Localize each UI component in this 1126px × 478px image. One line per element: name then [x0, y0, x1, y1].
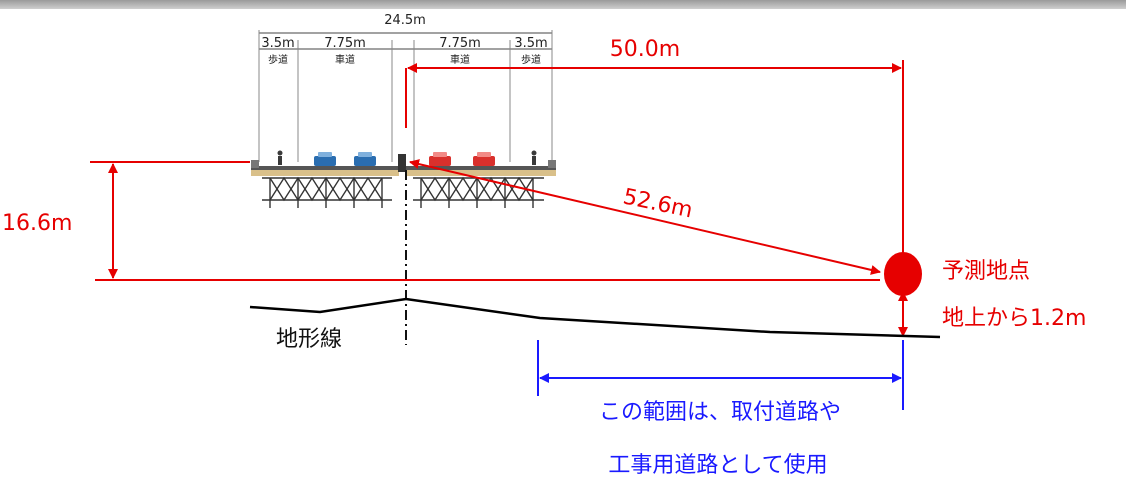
car-icon: [314, 152, 336, 166]
pedestrian-icon: [277, 150, 283, 165]
section-name-label: 歩道: [521, 53, 541, 66]
horizontal-distance-label: 50.0m: [610, 37, 680, 62]
prediction-height-label: 地上から1.2m: [942, 306, 1086, 331]
range-note-line1: この範囲は、取付道路や: [599, 400, 841, 425]
section-name-label: 車道: [450, 53, 470, 66]
section-width-label: 3.5m: [261, 36, 294, 51]
car-icon: [429, 152, 451, 166]
range-note-line2: 工事用道路として使用: [608, 453, 827, 478]
bridge-width-label: 24.5m: [384, 13, 426, 28]
section-name-label: 歩道: [268, 53, 288, 66]
dimension-lines: [90, 60, 908, 337]
car-icon: [473, 152, 495, 166]
window-top-bar: [0, 0, 1126, 9]
section-width-label: 7.75m: [324, 36, 366, 51]
section-width-label: 3.5m: [514, 36, 547, 51]
terrain-line: [249, 297, 941, 339]
terrain-label: 地形線: [276, 327, 342, 352]
slant-distance-label: 52.6m: [621, 184, 695, 223]
bridge-cross-section: 24.5m 3.5m 7.75m 7.75m 3.5m 歩道 車道 車道 歩道: [251, 13, 556, 208]
prediction-point-marker: [884, 252, 922, 296]
pedestrian-icon: [531, 150, 537, 165]
section-width-label: 7.75m: [439, 36, 481, 51]
height-label: 16.6m: [2, 211, 72, 236]
prediction-point-label: 予測地点: [942, 259, 1030, 284]
car-icon: [354, 152, 376, 166]
range-indicator: [537, 340, 904, 410]
section-name-label: 車道: [335, 53, 355, 66]
